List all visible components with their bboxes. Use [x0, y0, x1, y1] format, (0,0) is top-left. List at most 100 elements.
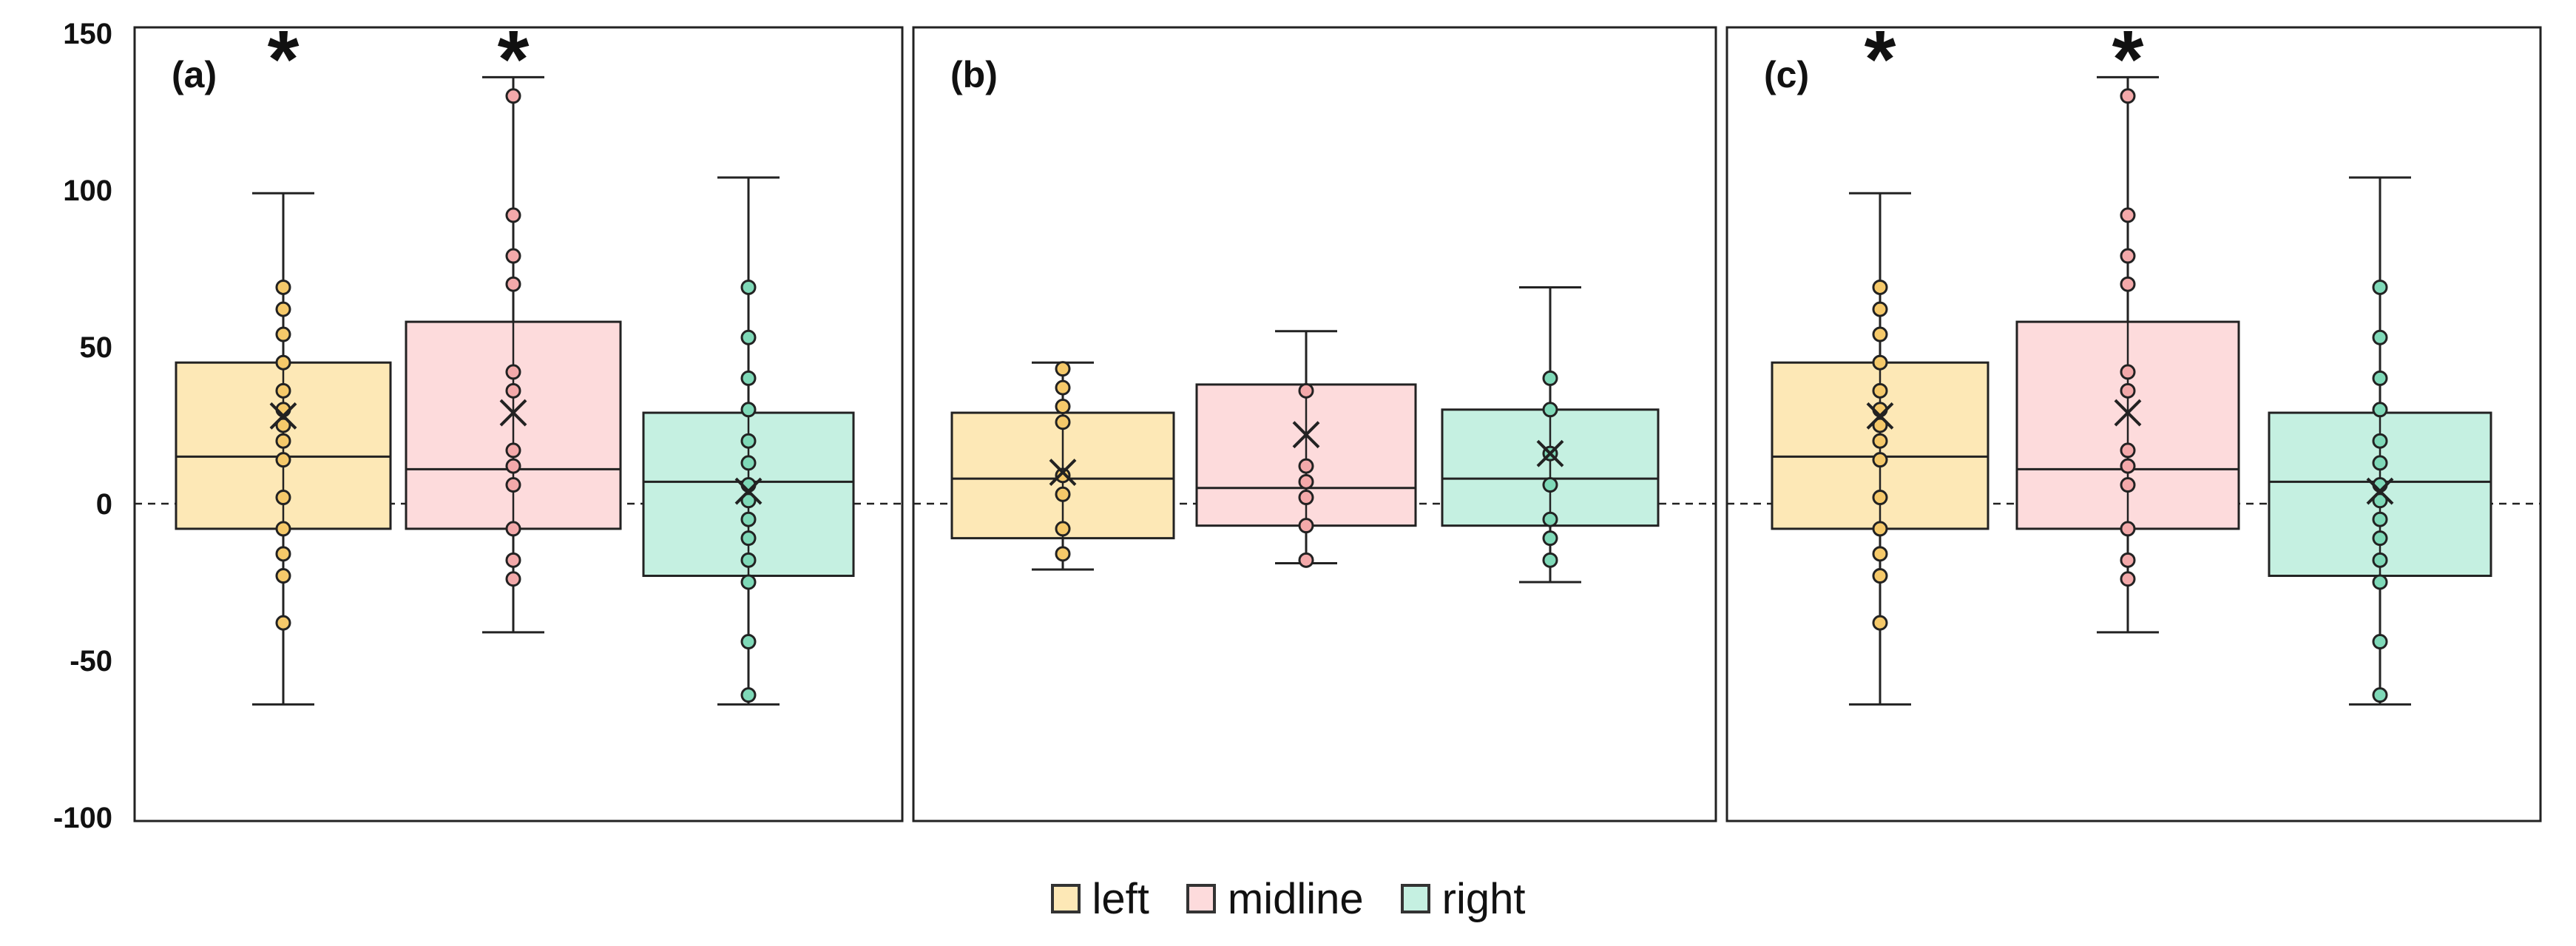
mean-marker — [499, 399, 527, 427]
data-point — [1872, 568, 1888, 584]
data-point — [505, 521, 521, 537]
data-point — [2372, 455, 2388, 471]
legend-swatch-right — [1400, 884, 1430, 913]
mean-marker — [269, 402, 297, 430]
data-point — [2372, 511, 2388, 527]
legend: left midline right — [0, 865, 2576, 932]
data-point — [275, 615, 291, 631]
legend-label-left: left — [1092, 874, 1149, 923]
data-point — [1298, 473, 1314, 490]
data-point — [1055, 521, 1071, 537]
data-point — [2372, 433, 2388, 449]
data-point — [1542, 402, 1558, 418]
box-right — [1441, 286, 1660, 584]
box-right — [642, 176, 855, 706]
data-point — [1872, 521, 1888, 537]
data-point — [740, 634, 757, 650]
data-point — [2372, 329, 2388, 345]
data-point — [275, 546, 291, 562]
data-point — [1298, 458, 1314, 474]
data-point — [2120, 248, 2136, 264]
data-point — [275, 568, 291, 584]
data-point — [505, 207, 521, 223]
data-point — [740, 511, 757, 527]
data-point — [1298, 382, 1314, 399]
data-point — [1872, 326, 1888, 342]
box-right — [2268, 176, 2492, 706]
data-point — [2372, 634, 2388, 650]
data-point — [1872, 279, 1888, 295]
legend-item-right: right — [1400, 874, 1525, 924]
data-point — [1872, 354, 1888, 371]
data-point — [1872, 452, 1888, 468]
panel-frame — [912, 26, 1717, 822]
data-point — [740, 530, 757, 547]
panel-frame — [133, 26, 904, 822]
data-point — [1055, 379, 1071, 396]
data-point — [1872, 301, 1888, 317]
data-point — [740, 370, 757, 386]
data-point — [1298, 490, 1314, 506]
data-point — [1872, 417, 1888, 433]
data-point — [2120, 88, 2136, 104]
data-point — [505, 88, 521, 104]
data-point — [275, 301, 291, 317]
significance-marker: * — [498, 14, 530, 105]
y-tick-label: 100 — [63, 175, 112, 207]
data-point — [275, 452, 291, 468]
data-point — [275, 490, 291, 506]
data-point — [275, 521, 291, 537]
data-point — [2372, 552, 2388, 568]
data-point — [740, 329, 757, 345]
data-point — [275, 354, 291, 371]
data-point — [1542, 511, 1558, 527]
data-point — [1298, 518, 1314, 534]
data-point — [275, 279, 291, 295]
y-tick-label: 0 — [96, 488, 112, 521]
y-tick-label: -50 — [70, 645, 112, 678]
legend-item-midline: midline — [1186, 874, 1364, 924]
data-point — [1055, 546, 1071, 562]
mean-marker — [2366, 477, 2394, 505]
data-point — [1872, 490, 1888, 506]
data-point — [505, 458, 521, 474]
significance-marker: * — [1865, 14, 1896, 105]
data-point — [1872, 615, 1888, 631]
data-point — [2120, 442, 2136, 459]
chart-panels: (a)**(b)(c)** — [133, 14, 2542, 822]
y-tick-label: 50 — [80, 331, 113, 364]
data-point — [275, 433, 291, 449]
data-point — [1055, 399, 1071, 415]
data-point — [2120, 276, 2136, 292]
box-midline: * — [405, 14, 622, 634]
mean-marker — [1049, 459, 1077, 487]
data-point — [1055, 467, 1071, 484]
data-point — [275, 326, 291, 342]
data-point — [1872, 433, 1888, 449]
data-point — [2372, 687, 2388, 703]
data-point — [1542, 530, 1558, 547]
legend-label-midline: midline — [1227, 874, 1364, 923]
box-left: * — [175, 14, 392, 706]
data-point — [2120, 364, 2136, 380]
data-point — [2372, 493, 2388, 509]
data-point — [2372, 279, 2388, 295]
data-point — [505, 571, 521, 587]
data-point — [505, 276, 521, 292]
box-left: * — [1771, 14, 1990, 706]
panel-frame — [1725, 26, 2542, 822]
data-point — [505, 477, 521, 493]
data-point — [2120, 458, 2136, 474]
data-point — [1298, 552, 1314, 568]
data-point — [2120, 521, 2136, 537]
data-point — [740, 574, 757, 590]
significance-marker: * — [268, 14, 300, 105]
data-point — [1542, 370, 1558, 386]
y-tick-label: -100 — [53, 802, 112, 834]
data-point — [2372, 370, 2388, 386]
panel-2: (b) — [912, 26, 1717, 822]
panel-label: (a) — [172, 54, 217, 95]
data-point — [1872, 546, 1888, 562]
